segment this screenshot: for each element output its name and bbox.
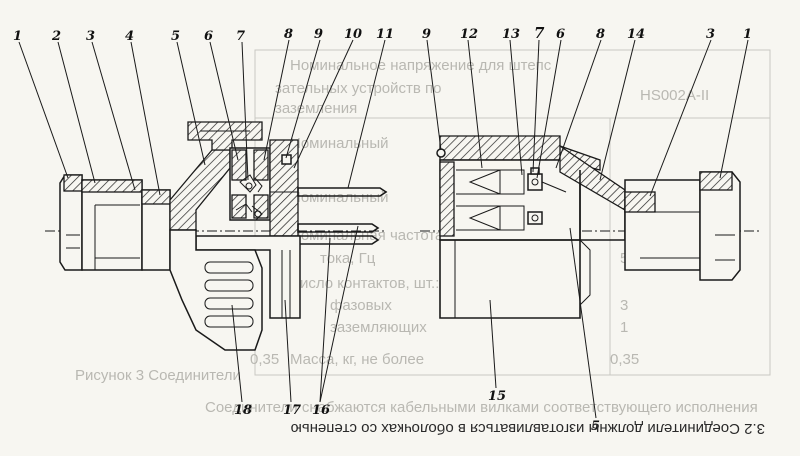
bg-code: HS002A-II bbox=[640, 87, 709, 104]
right-socket bbox=[420, 135, 760, 319]
callout-3-right: 3 bbox=[706, 27, 715, 42]
callout-7-left: 7 bbox=[236, 29, 245, 44]
bg-row-9: заземляющих bbox=[330, 319, 427, 336]
callout-17-bottom: 17 bbox=[283, 403, 301, 418]
bg-value-3: 0,35 bbox=[610, 351, 639, 368]
bg-caption-under: Рисунок 3 Соединители bbox=[75, 367, 241, 384]
callout-9-right: 9 bbox=[422, 27, 431, 42]
callout-4-left: 4 bbox=[125, 29, 134, 44]
bg-value-2: 1 bbox=[620, 319, 628, 336]
mirrored-caption: 3.2 Соединители должны изготавливаться в… bbox=[291, 420, 765, 437]
bg-value-1: 3 bbox=[620, 297, 628, 314]
bg-row-3: Номинальный bbox=[290, 135, 389, 152]
callout-2-left: 2 bbox=[51, 29, 61, 44]
callout-16-bottom: 16 bbox=[312, 403, 330, 418]
bg-row-6: тока, Гц bbox=[320, 250, 376, 267]
bg-row-0: Номинальное напряжение для штепс bbox=[290, 57, 552, 74]
bg-row-7: Число контактов, шт.: bbox=[290, 275, 439, 292]
bg-row-2: заземления bbox=[275, 100, 357, 117]
callout-5-bottom: 5 bbox=[591, 419, 600, 434]
callouts-left: 1 2 3 4 5 6 7 8 9 10 11 bbox=[13, 27, 394, 44]
callouts-bottom: 18 17 16 15 5 bbox=[234, 389, 600, 434]
callout-1-left: 1 bbox=[13, 29, 22, 44]
left-plug bbox=[45, 121, 388, 351]
callout-13-right: 13 bbox=[502, 27, 520, 42]
callout-8-right: 8 bbox=[596, 27, 605, 42]
callout-18-bottom: 18 bbox=[234, 403, 252, 418]
callout-11-left: 11 bbox=[376, 27, 394, 42]
bg-row-1: зательных устройств по bbox=[275, 80, 441, 97]
callout-6-right: 6 bbox=[556, 27, 565, 42]
callout-1-right: 1 bbox=[743, 27, 752, 42]
bg-value-4: 0,35 bbox=[250, 351, 279, 368]
bg-row-8: фазовых bbox=[330, 297, 392, 314]
callouts-right: 9 12 13 7 6 8 14 3 1 bbox=[422, 24, 752, 42]
callout-8-left: 8 bbox=[284, 27, 293, 42]
callout-15-bottom: 15 bbox=[488, 389, 506, 404]
callout-3-left: 3 bbox=[86, 29, 95, 44]
callout-12-right: 12 bbox=[460, 27, 478, 42]
callout-9-left: 9 bbox=[314, 27, 323, 42]
callout-6-left: 6 bbox=[204, 29, 213, 44]
callout-14-right: 14 bbox=[627, 27, 645, 42]
callout-10-left: 10 bbox=[344, 27, 362, 42]
bg-row-4: Номинальный bbox=[290, 189, 389, 206]
bg-row-10: Масса, кг, не более bbox=[290, 351, 424, 368]
bg-bottom-bleed: Соединители снабжаются кабельными вилкам… bbox=[205, 399, 758, 416]
callout-7-right: 7 bbox=[534, 24, 545, 42]
callout-5-left: 5 bbox=[171, 29, 180, 44]
leader-lines bbox=[18, 39, 749, 419]
